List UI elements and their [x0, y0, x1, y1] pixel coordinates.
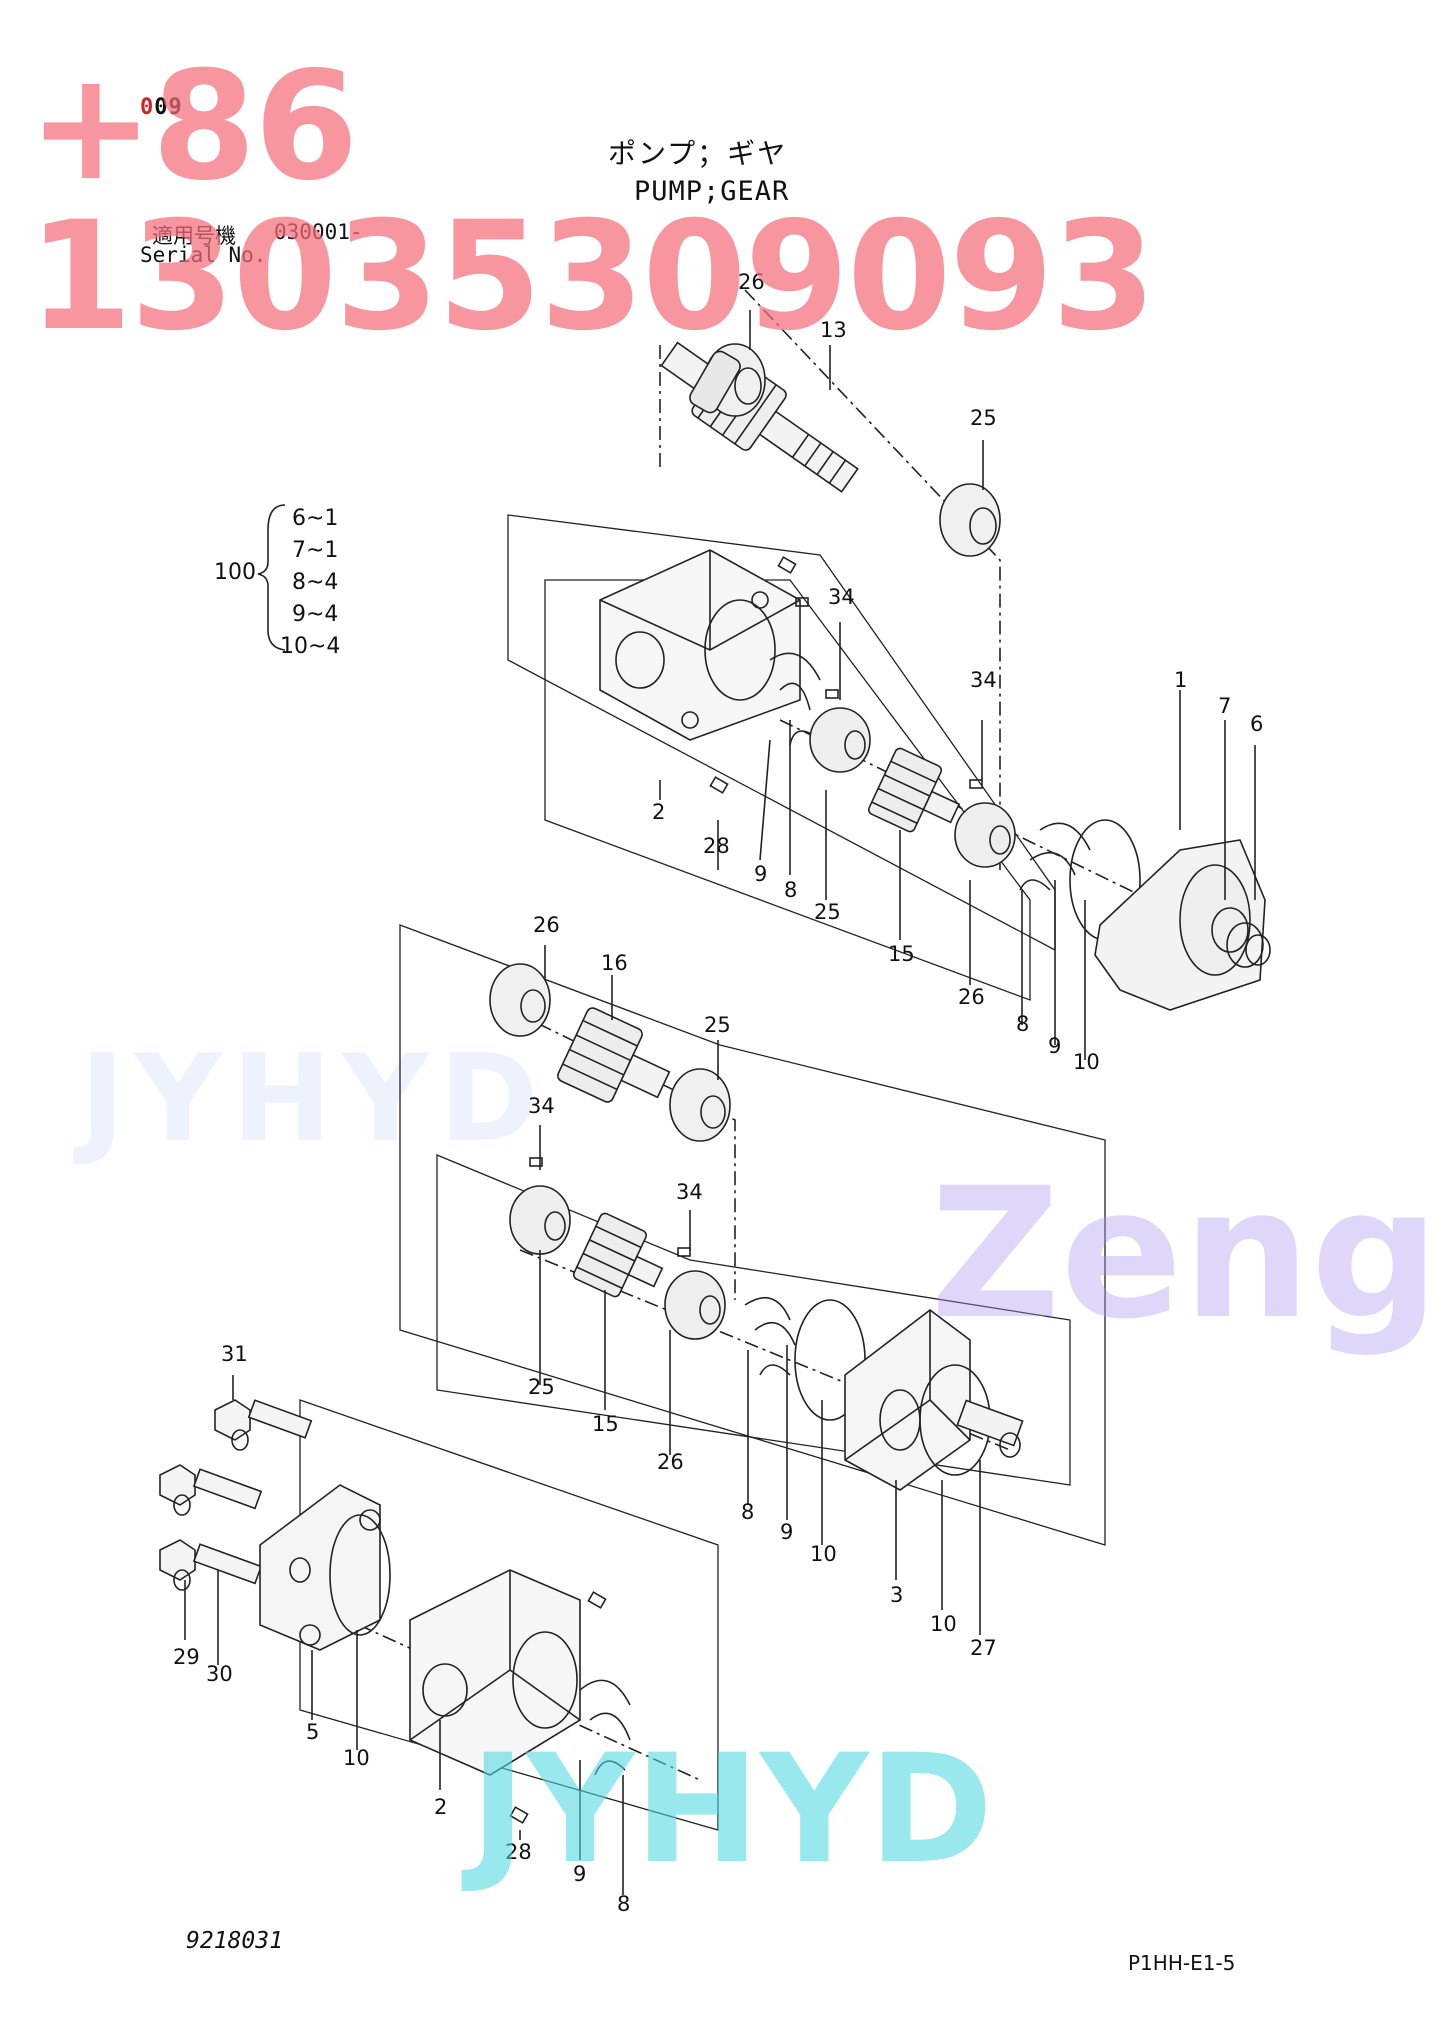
callout-number: 13 — [820, 318, 847, 342]
callout-number: 9 — [754, 862, 768, 886]
callout-number: 8 — [741, 1500, 755, 1524]
callout-number: 31 — [221, 1342, 248, 1366]
phone-watermark: +86 13035309093 — [28, 40, 1156, 364]
callout-number: 25 — [704, 1013, 731, 1037]
callout-number: 34 — [528, 1094, 555, 1118]
drawing-number: 9218031 — [186, 1928, 283, 1954]
callout-number: 9 — [573, 1862, 587, 1886]
callout-number: 29 — [173, 1645, 200, 1669]
ghost-watermark: JYHYD — [80, 1030, 549, 1169]
callout-number: 2 — [652, 800, 666, 824]
callout-number: 25 — [528, 1375, 555, 1399]
serial-number-value: 030001- — [274, 220, 363, 244]
callout-number: 28 — [505, 1840, 532, 1864]
callout-number: 10 — [343, 1746, 370, 1770]
callout-number: 16 — [601, 951, 628, 975]
callout-number: 26 — [958, 985, 985, 1009]
callout-number: 10 — [1073, 1050, 1100, 1074]
callout-number: 9 — [1048, 1034, 1062, 1058]
kit-item: 8~4 — [292, 570, 339, 595]
callout-number: 8 — [784, 878, 798, 902]
callout-number: 3 — [890, 1583, 904, 1607]
callout-number: 6 — [1250, 712, 1264, 736]
callout-number: 8 — [617, 1892, 631, 1916]
title-japanese: ポンプ；ギヤ — [608, 137, 788, 170]
kit-item: 7~1 — [292, 538, 339, 563]
callout-number: 25 — [814, 900, 841, 924]
callout-number: 25 — [970, 406, 997, 430]
callout-number: 7 — [1218, 694, 1232, 718]
callout-number: 34 — [828, 585, 855, 609]
callout-number: 26 — [533, 913, 560, 937]
callout-number: 10 — [810, 1542, 837, 1566]
page-reference: P1HH-E1-5 — [1128, 1951, 1236, 1975]
callout-number: 8 — [1016, 1012, 1030, 1036]
kit-item: 6~1 — [292, 506, 339, 531]
callout-number: 26 — [657, 1450, 684, 1474]
page-code: 009 — [140, 95, 183, 120]
callout-number: 2 — [434, 1795, 448, 1819]
callout-number: 15 — [592, 1412, 619, 1436]
serial-label-english: Serial No. — [140, 243, 267, 267]
callout-number: 34 — [676, 1180, 703, 1204]
callout-number: 10 — [930, 1612, 957, 1636]
callout-number: 28 — [703, 834, 730, 858]
title-english: PUMP;GEAR — [634, 176, 790, 207]
callout-number: 9 — [780, 1520, 794, 1544]
callout-number: 15 — [888, 942, 915, 966]
callout-number: 1 — [1174, 668, 1188, 692]
serial-label-japanese: 適用号機 — [152, 224, 236, 248]
callout-number: 27 — [970, 1636, 997, 1660]
callout-number: 5 — [306, 1720, 320, 1744]
brand-watermark-jyhyd: JYHYD — [470, 1723, 994, 1897]
callout-number: 26 — [738, 270, 765, 294]
kit-item: 9~4 — [292, 602, 339, 627]
brand-watermark-zeng: Zeng — [930, 1150, 1440, 1359]
callout-number: 34 — [970, 668, 997, 692]
callout-number: 30 — [206, 1662, 233, 1686]
kit-number: 100 — [214, 560, 256, 585]
kit-item: 10~4 — [280, 634, 341, 659]
